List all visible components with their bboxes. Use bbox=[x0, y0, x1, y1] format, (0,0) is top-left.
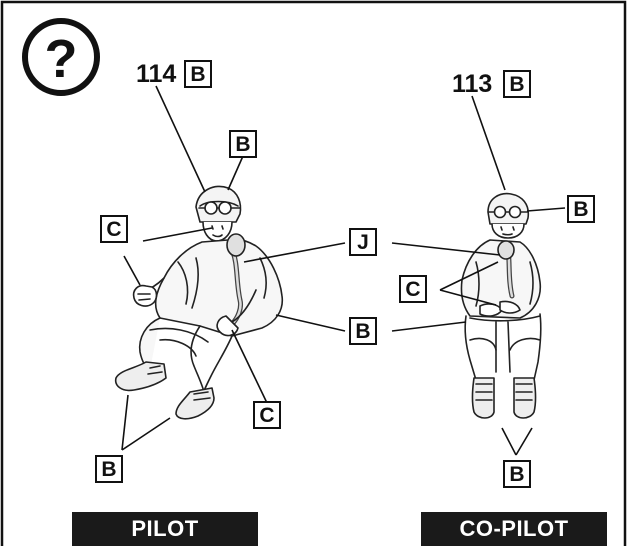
pilot-face-callout: C bbox=[100, 215, 128, 243]
pilot-hand-callout: C bbox=[253, 401, 281, 429]
pilot-part-number: 114 bbox=[136, 60, 177, 88]
copilot-boots-callout: B bbox=[503, 460, 531, 488]
copilot-face-hand-callout: C bbox=[399, 275, 427, 303]
svg-text:?: ? bbox=[45, 29, 78, 89]
copilot-banner: CO-PILOT bbox=[421, 512, 607, 546]
pilot-helmet-callout: B bbox=[229, 130, 257, 158]
copilot-helmet-callout: B bbox=[567, 195, 595, 223]
pilot-figure bbox=[114, 185, 284, 420]
strap-j-callout: J bbox=[349, 228, 377, 256]
suit-b-callout: B bbox=[349, 317, 377, 345]
pilot-boots-callout: B bbox=[95, 455, 123, 483]
leader-lines bbox=[121, 85, 566, 456]
copilot-part-number: 113 bbox=[452, 70, 493, 98]
copilot-part-code-box: B bbox=[503, 70, 531, 98]
copilot-figure bbox=[460, 192, 542, 419]
question-circle-icon: ? bbox=[22, 18, 100, 96]
pilot-part-code-box: B bbox=[184, 60, 212, 88]
pilot-banner: PILOT bbox=[72, 512, 258, 546]
